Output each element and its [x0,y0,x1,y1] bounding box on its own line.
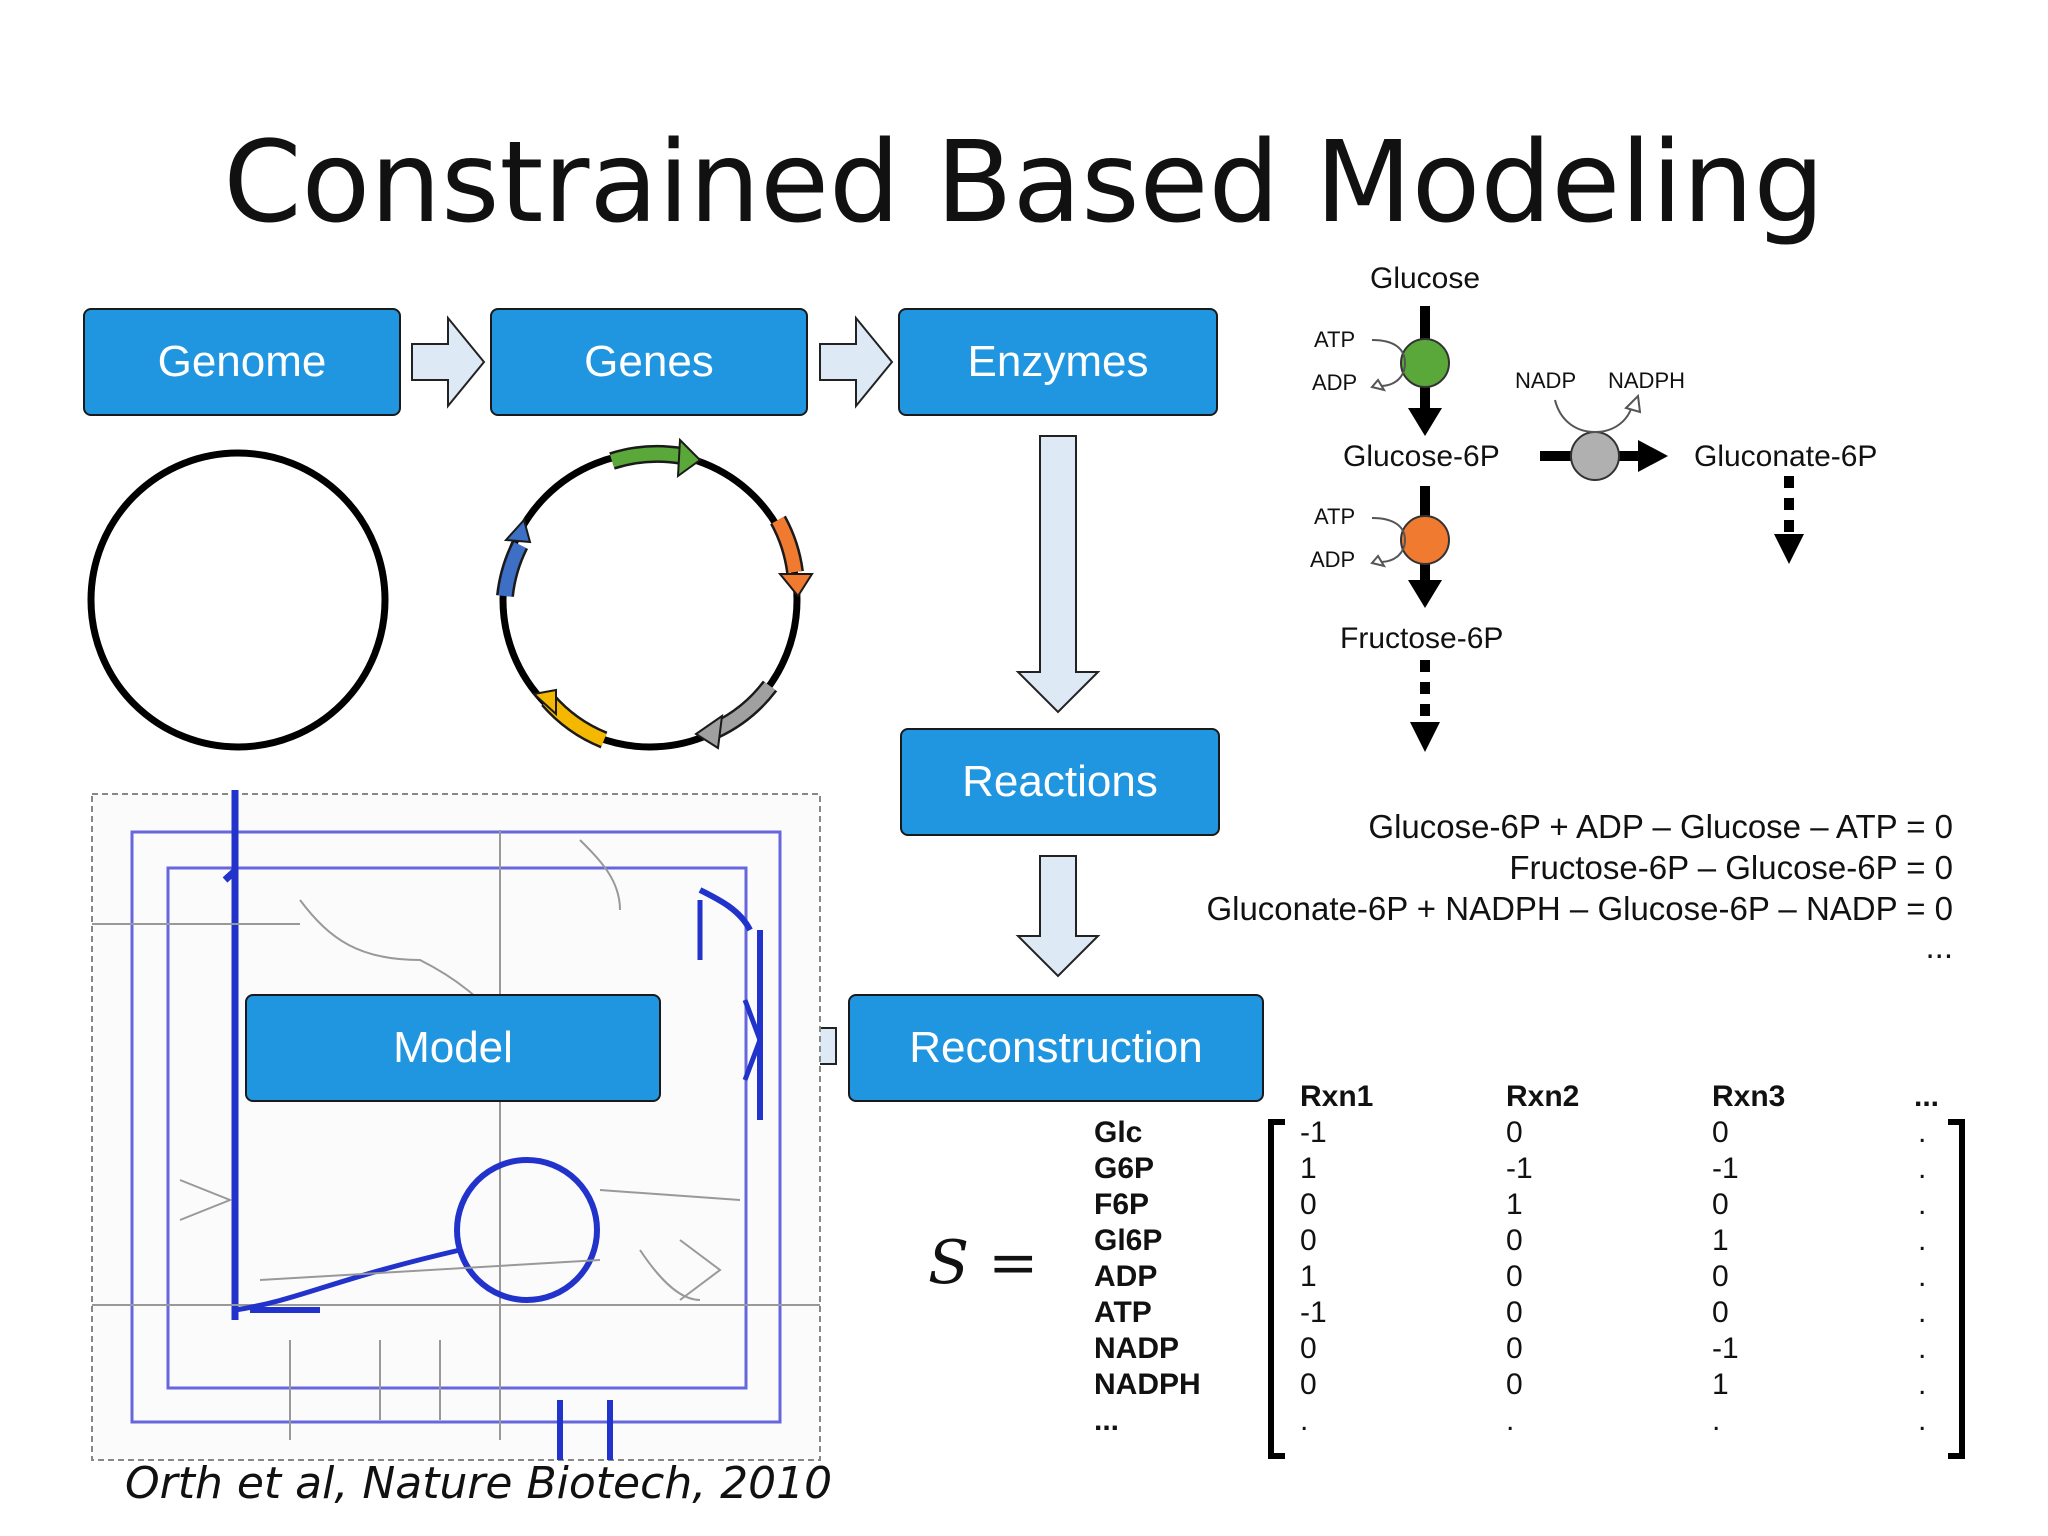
pathway-diagram [1370,306,1804,752]
enzyme-node-gray [1570,431,1620,481]
arrow-genes-to-enzymes [819,315,894,409]
genome-box: Genome [83,308,401,416]
matrix-cell-more: . [1918,1404,1927,1437]
matrix-col-more: ... [1914,1080,1940,1113]
equation-1: Glucose-6P + ADP – Glucose – ATP = 0 [1368,808,1953,845]
genes-plasmid [496,437,814,751]
matrix-row-label: Gl6P [1094,1224,1163,1257]
slide-title: Constrained Based Modeling [223,118,1825,248]
enzymes-box: Enzymes [898,308,1218,416]
matrix-cell-rxn2: 0 [1506,1296,1523,1329]
matrix-cell-rxn2: 0 [1506,1224,1523,1257]
matrix-cell-more: . [1918,1296,1927,1329]
equation-2: Fructose-6P – Glucose-6P = 0 [1509,849,1953,886]
matrix-cell-more: . [1918,1332,1927,1365]
matrix-cell-more: . [1918,1116,1927,1149]
matrix-cell-rxn3: -1 [1712,1152,1739,1185]
matrix-row-label: NADP [1094,1332,1180,1365]
matrix-cell-rxn3: -1 [1712,1332,1739,1365]
matrix-row-label: Glc [1094,1116,1143,1149]
matrix-cell-rxn2: 0 [1506,1332,1523,1365]
model-label: Model [393,1023,513,1072]
genes-label: Genes [584,337,714,386]
matrix-col-rxn1: Rxn1 [1300,1080,1374,1113]
label-nadph: NADPH [1608,368,1686,393]
matrix-row-label: NADPH [1094,1368,1201,1401]
matrix-row-label: ... [1094,1404,1120,1437]
equation-ellipsis: ... [1925,928,1953,965]
matrix-cell-rxn2: 0 [1506,1260,1523,1293]
metabolic-map [91,790,821,1461]
matrix-cell-more: . [1918,1224,1927,1257]
matrix-cell-rxn3: . [1712,1404,1721,1437]
matrix-cell-rxn2: -1 [1506,1152,1533,1185]
matrix-cell-more: . [1918,1188,1927,1221]
matrix-cell-rxn1: 1 [1300,1152,1317,1185]
reactions-box: Reactions [900,728,1220,836]
matrix-cell-rxn3: 1 [1712,1224,1729,1257]
matrix-cell-more: . [1918,1152,1927,1185]
enzymes-label: Enzymes [967,337,1149,386]
matrix-cell-rxn1: . [1300,1404,1309,1437]
matrix-cell-rxn1: 0 [1300,1224,1317,1257]
matrix-cell-rxn1: 0 [1300,1188,1317,1221]
label-glucose: Glucose [1370,262,1481,295]
matrix-cell-rxn1: -1 [1300,1116,1327,1149]
matrix-row-label: ATP [1094,1296,1152,1329]
arrow-genome-to-genes [411,315,486,409]
label-fructose-6p: Fructose-6P [1340,622,1504,655]
arrow-reactions-to-reconstruction [1015,855,1101,978]
matrix-cell-rxn3: 1 [1712,1368,1729,1401]
reconstruction-box: Reconstruction [848,994,1264,1102]
model-box: Model [245,994,661,1102]
matrix-cell-rxn3: 0 [1712,1296,1729,1329]
matrix-col-rxn2: Rxn2 [1506,1080,1580,1113]
matrix-cell-more: . [1918,1260,1927,1293]
matrix-cell-rxn1: 0 [1300,1332,1317,1365]
genome-label: Genome [157,337,327,386]
matrix-col-rxn3: Rxn3 [1712,1080,1786,1113]
label-gluconate-6p: Gluconate-6P [1694,440,1878,473]
label-atp-2: ATP [1314,504,1356,529]
label-atp-1: ATP [1314,327,1356,352]
matrix-cell-rxn2: 0 [1506,1368,1523,1401]
matrix-cell-rxn2: 0 [1506,1116,1523,1149]
matrix-cell-rxn2: . [1506,1404,1515,1437]
genome-circle [87,449,389,751]
matrix-brackets [1268,1119,1965,1459]
matrix-row-label: ADP [1094,1260,1158,1293]
reconstruction-label: Reconstruction [909,1023,1203,1072]
label-adp-2: ADP [1310,547,1356,572]
reactions-label: Reactions [962,757,1158,806]
matrix-cell-rxn1: 1 [1300,1260,1317,1293]
genes-box: Genes [490,308,808,416]
matrix-cell-rxn1: -1 [1300,1296,1327,1329]
label-adp-1: ADP [1312,370,1358,395]
matrix-cell-rxn3: 0 [1712,1116,1729,1149]
label-nadp: NADP [1515,368,1577,393]
matrix-label: S = [928,1228,1039,1298]
matrix-cell-rxn2: 1 [1506,1188,1523,1221]
enzyme-node-green [1400,338,1450,388]
citation: Orth et al, Nature Biotech, 2010 [125,1458,833,1509]
label-glucose-6p: Glucose-6P [1343,440,1500,473]
matrix-row-label: F6P [1094,1188,1150,1221]
matrix-row-label: G6P [1094,1152,1155,1185]
arrow-enzymes-to-reactions [1015,435,1101,714]
matrix-cell-rxn1: 0 [1300,1368,1317,1401]
matrix-cell-more: . [1918,1368,1927,1401]
enzyme-node-orange [1400,515,1450,565]
equation-3: Gluconate-6P + NADPH – Glucose-6P – NADP… [1206,890,1953,927]
matrix-cell-rxn3: 0 [1712,1260,1729,1293]
matrix-cell-rxn3: 0 [1712,1188,1729,1221]
